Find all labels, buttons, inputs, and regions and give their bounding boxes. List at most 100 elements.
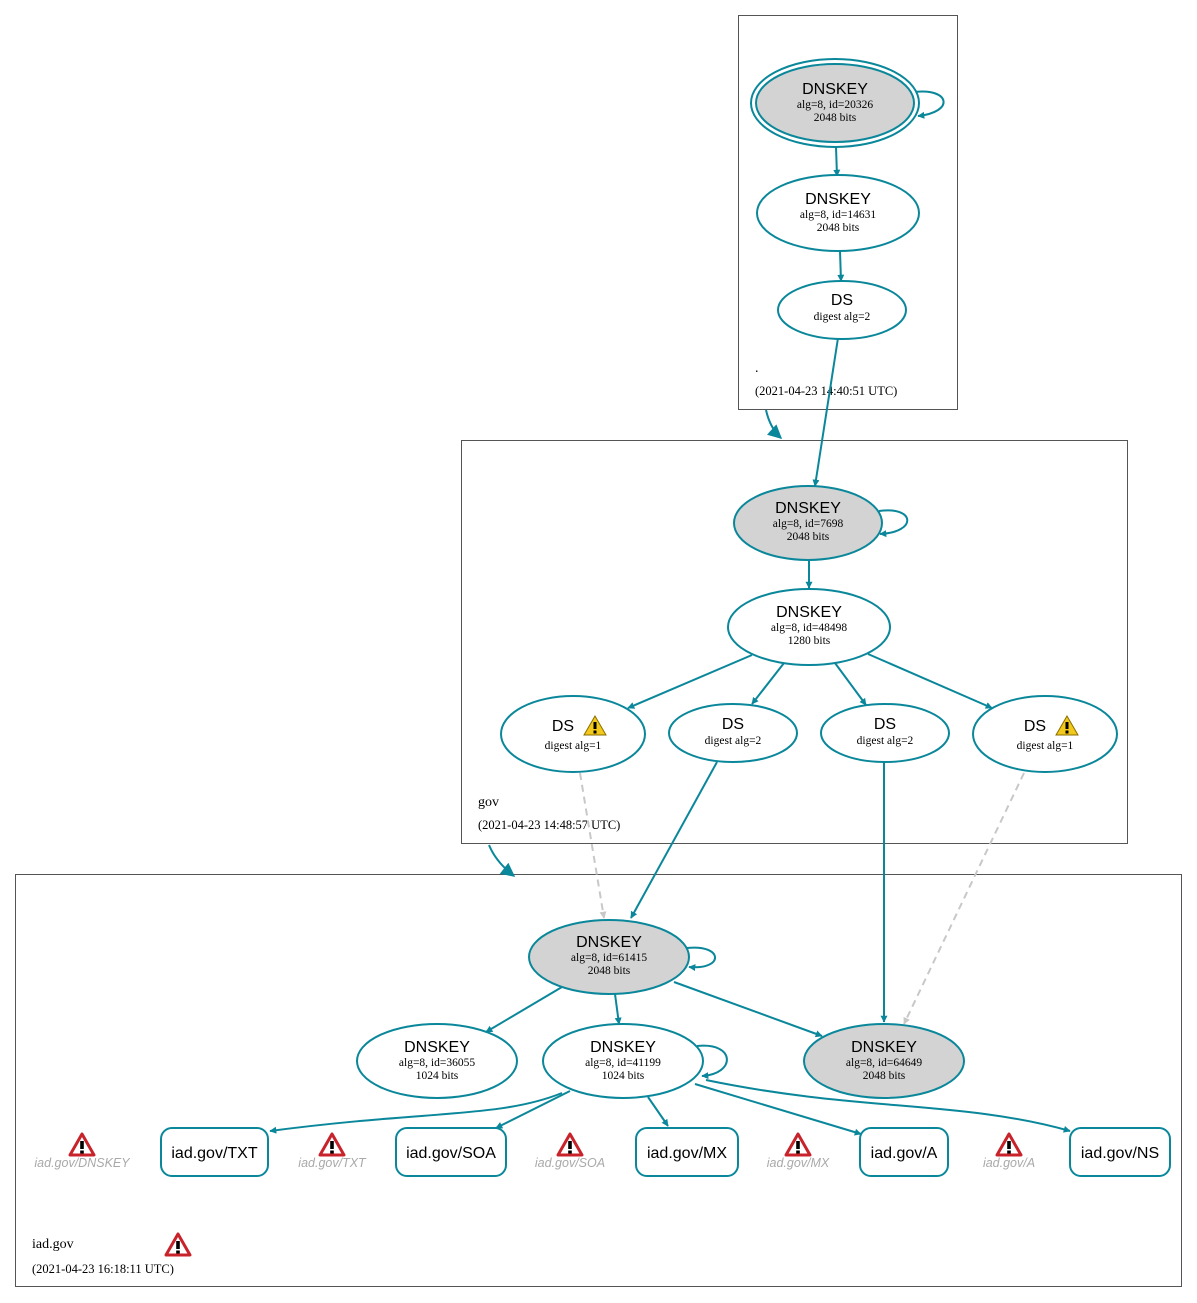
node-detail: alg=8, id=61415 [571,952,647,964]
node-title: DNSKEY [576,934,642,951]
edge-iad-ksk-key2 [614,993,622,1025]
error-icon [784,1132,812,1157]
rrset-label: iad.gov/NS [1081,1145,1159,1162]
edge-iad-ksk-key1 [485,986,563,1033]
node-detail: alg=8, id=36055 [399,1057,475,1069]
edge-gov-ds1-iad-ksk [579,772,607,919]
node-iad-dnskey-ksk[interactable]: DNSKEY alg=8, id=61415 2048 bits [528,919,690,995]
node-title: DNSKEY [851,1039,917,1056]
edge-root-ksk-self [914,90,945,119]
node-detail: 2048 bits [863,1070,906,1082]
node-title: DS [831,292,853,309]
node-iad-dnskey-36055[interactable]: DNSKEY alg=8, id=36055 1024 bits [356,1023,518,1099]
node-title: DNSKEY [802,81,868,98]
node-gov-ds-4[interactable]: DS digest alg=1 [972,695,1118,773]
zone-box-gov [461,440,1128,844]
edge-root-ksk-zsk [833,146,841,177]
rrset-iad-a[interactable]: iad.gov/A [859,1127,949,1177]
error-label: iad.gov/DNSKEY [34,1156,131,1170]
edge-iad-key2-soa [495,1090,571,1129]
node-detail: 2048 bits [817,222,860,234]
edge-gov-zsk-ds4 [867,653,993,709]
edge-gov-ds4-iad-key3 [903,772,1025,1025]
edge-gov-zsk-ds2 [751,662,785,705]
edge-root-ds-gov-ksk [812,337,839,487]
node-title: DNSKEY [805,191,871,208]
delegation-arrow-root-gov [765,409,783,439]
node-title: DS [1024,718,1046,735]
node-title: DS [722,716,744,733]
node-root-dnskey-zsk[interactable]: DNSKEY alg=8, id=14631 2048 bits [756,174,920,252]
node-detail: 2048 bits [787,531,830,543]
node-title: DNSKEY [775,500,841,517]
node-title: DNSKEY [404,1039,470,1056]
edge-gov-zsk-ds3 [834,662,867,706]
error-node-iad-soa[interactable]: iad.gov/SOA [535,1132,605,1170]
node-detail: digest alg=2 [857,735,914,747]
error-node-iad-txt[interactable]: iad.gov/TXT [298,1132,367,1170]
rrset-label: iad.gov/SOA [406,1145,496,1162]
rrset-label: iad.gov/A [871,1145,938,1162]
error-icon [995,1132,1023,1157]
rrset-iad-ns[interactable]: iad.gov/NS [1069,1127,1171,1177]
rrset-iad-txt[interactable]: iad.gov/TXT [160,1127,269,1177]
node-detail: alg=8, id=7698 [773,518,844,530]
zone-timestamp-root: (2021-04-23 14:40:51 UTC) [755,384,897,398]
error-node-iad-dnskey[interactable]: iad.gov/DNSKEY [34,1132,131,1170]
edge-iad-key2-self [696,1044,728,1080]
node-detail: digest alg=1 [545,740,602,752]
edge-iad-key2-txt [269,1092,563,1134]
rrset-label: iad.gov/TXT [171,1145,257,1162]
delegation-arrow-gov-iad [488,844,516,877]
node-gov-ds-2[interactable]: DS digest alg=2 [668,703,798,763]
node-iad-dnskey-41199[interactable]: DNSKEY alg=8, id=41199 1024 bits [542,1023,704,1099]
edge-gov-zsk-ds1 [627,654,753,709]
node-root-ds[interactable]: DS digest alg=2 [777,280,907,340]
node-detail: 1280 bits [788,635,831,647]
node-detail: alg=8, id=64649 [846,1057,922,1069]
node-detail: 2048 bits [814,112,857,124]
node-iad-dnskey-64649[interactable]: DNSKEY alg=8, id=64649 2048 bits [803,1023,965,1099]
node-root-dnskey-ksk[interactable]: DNSKEY alg=8, id=20326 2048 bits [750,58,920,148]
rrset-iad-soa[interactable]: iad.gov/SOA [395,1127,507,1177]
node-detail: 1024 bits [602,1070,645,1082]
node-gov-dnskey-ksk[interactable]: DNSKEY alg=8, id=7698 2048 bits [733,485,883,561]
node-detail: 1024 bits [416,1070,459,1082]
error-node-iad-a[interactable]: iad.gov/A [983,1132,1035,1170]
node-gov-dnskey-zsk[interactable]: DNSKEY alg=8, id=48498 1280 bits [727,588,891,666]
node-detail: digest alg=2 [705,735,762,747]
node-detail: alg=8, id=48498 [771,622,847,634]
error-icon [68,1132,96,1157]
node-detail: digest alg=1 [1017,740,1074,752]
error-icon [556,1132,584,1157]
zone-timestamp-gov: (2021-04-23 14:48:57 UTC) [478,818,620,832]
node-title: DS [874,716,896,733]
rrset-iad-mx[interactable]: iad.gov/MX [635,1127,739,1177]
node-title: DNSKEY [590,1039,656,1056]
rrset-label: iad.gov/MX [647,1145,727,1162]
error-node-iad-mx[interactable]: iad.gov/MX [767,1132,830,1170]
node-title: DS [552,718,574,735]
edge-gov-ds2-iad-ksk [630,761,718,919]
node-gov-ds-3[interactable]: DS digest alg=2 [820,703,950,763]
zone-timestamp-iad-gov: (2021-04-23 16:18:11 UTC) [32,1262,174,1276]
edge-iad-key2-ns [705,1079,1071,1133]
zone-name-gov: gov [478,795,499,810]
node-gov-ds-1[interactable]: DS digest alg=1 [500,695,646,773]
error-label: iad.gov/SOA [535,1156,605,1170]
error-label: iad.gov/MX [767,1156,830,1170]
zone-box-root [738,15,958,410]
node-detail: alg=8, id=41199 [585,1057,661,1069]
node-detail: alg=8, id=14631 [800,209,876,221]
zone-box-iad-gov [15,874,1182,1287]
error-label: iad.gov/A [983,1156,1035,1170]
edge-iad-key2-a [694,1083,862,1136]
edge-root-zsk-ds [837,250,845,282]
node-detail: 2048 bits [588,965,631,977]
node-detail: digest alg=2 [814,311,871,323]
edge-iad-ksk-key3 [673,981,823,1038]
error-icon[interactable] [164,1232,192,1257]
node-title: DNSKEY [776,604,842,621]
edge-gov-ksk-self [878,509,909,538]
